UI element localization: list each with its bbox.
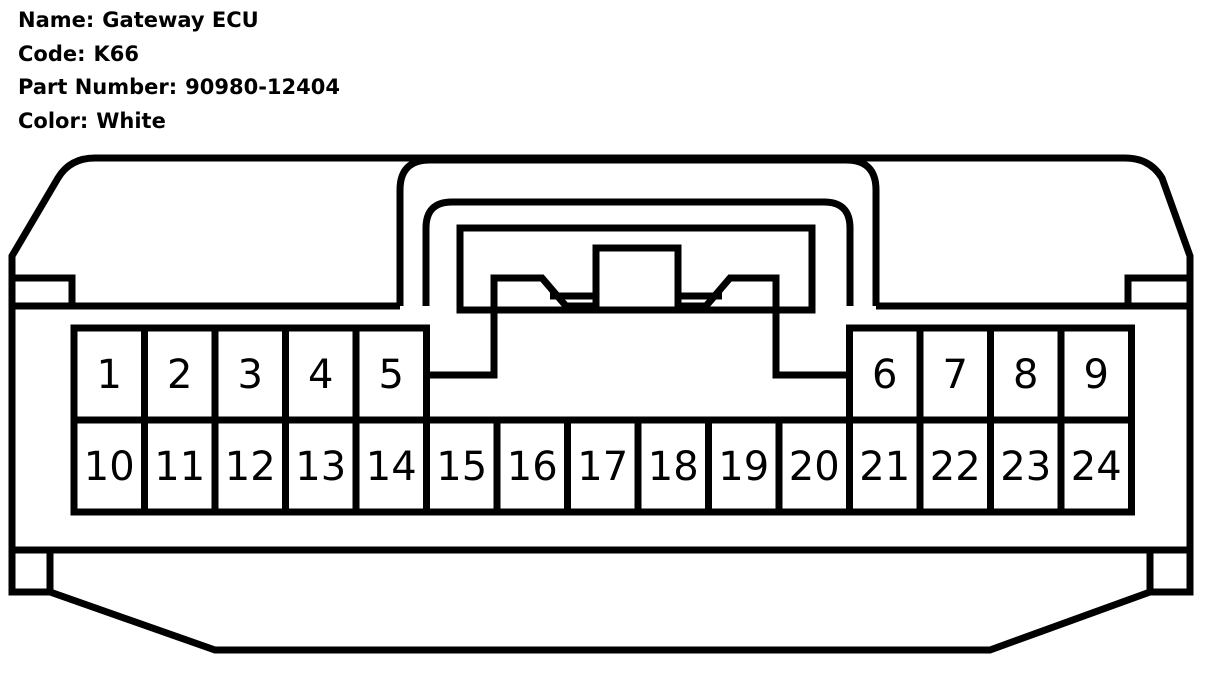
code-label: Code:: [18, 41, 86, 66]
pin-label-10: 10: [84, 444, 135, 490]
pin-cavity-12: [211, 416, 289, 516]
pin-label-14: 14: [366, 444, 417, 490]
connector-info: Name: Gateway ECU Code: K66 Part Number: 90…: [18, 4, 340, 138]
part-number-value: 90980-12404: [185, 75, 340, 99]
color-label: Color:: [18, 108, 89, 133]
color-value: White: [96, 108, 166, 133]
pin-label-19: 19: [718, 444, 769, 490]
pin-label-11: 11: [154, 444, 205, 490]
name-label: Name:: [18, 8, 95, 32]
pin-label-23: 23: [1000, 444, 1051, 490]
pin-label-2: 2: [167, 352, 192, 398]
pin-label-24: 24: [1071, 444, 1122, 490]
pin-label-18: 18: [648, 444, 699, 490]
part-number-label: Part Number:: [18, 75, 178, 99]
pin-label-16: 16: [507, 444, 558, 490]
code-value: K66: [93, 41, 140, 66]
pin-label-4: 4: [308, 352, 333, 398]
name-line: Name: Gateway ECU: [18, 4, 340, 38]
lock-window: [456, 224, 816, 314]
pin-label-22: 22: [930, 444, 981, 490]
pin-label-8: 8: [1013, 352, 1038, 398]
right-tab: [1124, 274, 1190, 306]
pin-label-15: 15: [436, 444, 487, 490]
housing-lower-skirt: [12, 546, 1190, 592]
pin-cavity-9: [1057, 324, 1135, 424]
latch: [426, 244, 850, 379]
color-line: Color: White: [18, 105, 340, 139]
pin-label-3: 3: [238, 352, 263, 398]
pin-cavity-18: [634, 416, 712, 516]
lock-hood-inner: [422, 198, 854, 306]
pin-label-6: 6: [872, 352, 897, 398]
pin-cavity-14: [352, 416, 430, 516]
pin-label-7: 7: [943, 352, 968, 398]
pin-cavity-24: [1057, 416, 1135, 516]
pin-label-5: 5: [379, 352, 404, 398]
pin-cavity-3: [211, 324, 289, 424]
lock-hood-outer: [396, 156, 880, 306]
pin-cavity-13: [282, 416, 360, 516]
part-number-line: Part Number: 90980-12404: [18, 71, 340, 105]
pin-cavity-21: [846, 416, 924, 516]
pin-label-21: 21: [859, 444, 910, 490]
pin-label-20: 20: [789, 444, 840, 490]
housing-outline: [8, 154, 1194, 654]
pin-cavity-4: [282, 324, 360, 424]
pin-cavity-22: [916, 416, 994, 516]
left-tab: [12, 274, 76, 306]
name-value: Gateway ECU: [102, 8, 259, 32]
code-line: Code: K66: [18, 38, 340, 72]
pin-label-17: 17: [577, 444, 628, 490]
pin-label-13: 13: [295, 444, 346, 490]
pin-cavity-20: [775, 416, 853, 516]
pin-label-1: 1: [97, 352, 122, 398]
pin-label-9: 9: [1084, 352, 1109, 398]
pin-label-12: 12: [225, 444, 276, 490]
